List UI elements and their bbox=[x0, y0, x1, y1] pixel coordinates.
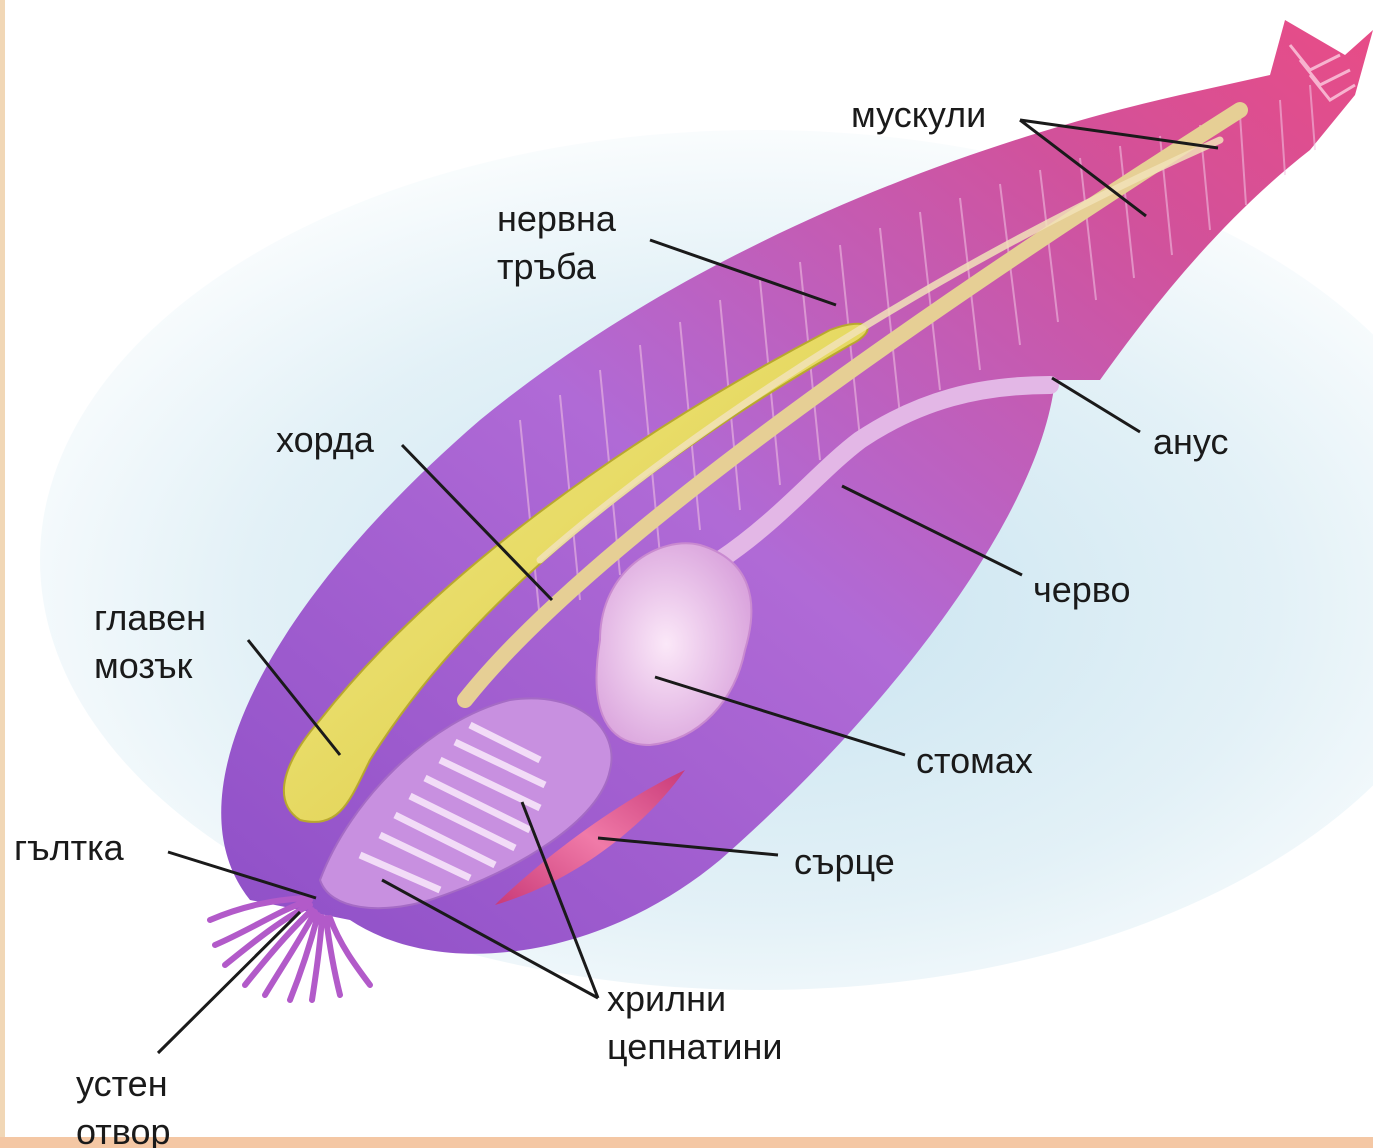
label-brain-line2: мозък bbox=[94, 642, 206, 690]
label-gill-slits-line2: цепнатини bbox=[607, 1023, 782, 1071]
label-gill-slits: хрилни цепнатини bbox=[607, 975, 782, 1071]
label-brain-line1: главен bbox=[94, 594, 206, 642]
label-gill-slits-line1: хрилни bbox=[607, 975, 782, 1023]
left-edge-band bbox=[0, 0, 5, 1148]
label-intestine: черво bbox=[1033, 566, 1131, 614]
label-mouth-line2: отвор bbox=[76, 1108, 170, 1148]
label-chord: хорда bbox=[276, 416, 374, 464]
label-heart: сърце bbox=[794, 838, 895, 886]
label-mouth: устен отвор bbox=[76, 1060, 170, 1148]
label-stomach: стомах bbox=[916, 737, 1033, 785]
label-nerve-tube: нервна тръба bbox=[497, 195, 616, 291]
label-brain: главен мозък bbox=[94, 594, 206, 690]
label-muscles: мускули bbox=[851, 91, 986, 139]
label-pharynx: гълтка bbox=[14, 824, 124, 872]
label-nerve-tube-line1: нервна bbox=[497, 195, 616, 243]
label-mouth-line1: устен bbox=[76, 1060, 170, 1108]
bottom-edge-band bbox=[0, 1137, 1373, 1148]
label-nerve-tube-line2: тръба bbox=[497, 243, 616, 291]
label-anus: анус bbox=[1153, 418, 1229, 466]
